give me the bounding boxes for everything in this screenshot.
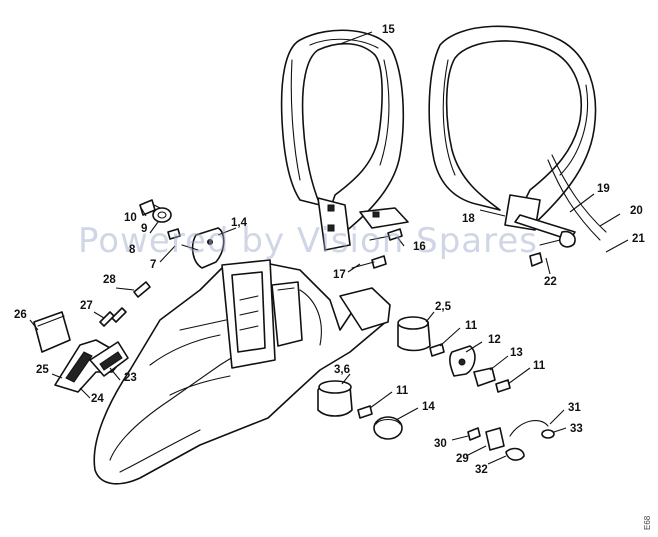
screw-8 (167, 228, 181, 240)
side-code: E68 (643, 515, 652, 530)
label-18: 18 (462, 213, 475, 225)
label-14: 14 (422, 401, 435, 413)
leader-lines (29, 31, 629, 465)
part-13 (473, 367, 496, 387)
label-27: 27 (80, 300, 93, 312)
screw-16 (369, 228, 403, 241)
washer-9 (152, 207, 172, 223)
label-33: 33 (570, 423, 583, 435)
pin-28 (133, 281, 151, 298)
screw-11-b (495, 379, 511, 393)
label-26: 26 (14, 309, 27, 321)
parts-29-33 (467, 420, 555, 461)
label-2-5: 2,5 (435, 301, 452, 313)
label-3-6: 3,6 (334, 364, 350, 376)
label-13: 13 (510, 347, 523, 359)
label-20: 20 (630, 205, 643, 217)
label-12: 12 (488, 334, 501, 346)
label-10: 10 (124, 212, 137, 224)
label-23: 23 (124, 372, 137, 384)
label-19: 19 (597, 183, 610, 195)
label-28: 28 (103, 274, 116, 286)
label-29: 29 (456, 453, 469, 465)
buffer-2-5 (397, 316, 431, 352)
plug-14 (373, 416, 403, 440)
block-26 (33, 311, 71, 353)
label-11-a: 11 (465, 320, 478, 332)
main-housing (93, 259, 391, 485)
screw-17 (351, 255, 387, 269)
handle-bar-left (280, 29, 405, 251)
label-16: 16 (413, 241, 426, 253)
cover-1-4 (181, 227, 225, 269)
label-24: 24 (91, 393, 104, 405)
part-labels: 15 1,4 10 9 8 7 16 17 18 19 20 21 22 28 … (14, 24, 645, 476)
clamp-plate (359, 207, 409, 229)
screw-11-c (357, 405, 373, 419)
trigger-assembly (54, 339, 129, 393)
label-21: 21 (632, 233, 645, 245)
label-1-4: 1,4 (231, 217, 248, 229)
screw-22 (529, 230, 576, 267)
bracket-12 (449, 345, 476, 377)
label-31: 31 (568, 402, 581, 414)
label-8: 8 (129, 244, 136, 256)
label-7: 7 (150, 259, 156, 271)
buffer-3-6 (317, 380, 353, 417)
screw-11-a (429, 343, 445, 357)
label-22: 22 (544, 276, 557, 288)
label-32: 32 (475, 464, 488, 476)
label-25: 25 (36, 364, 49, 376)
watermark-text: Powered by Vision Spares (78, 221, 538, 261)
label-17: 17 (333, 269, 346, 281)
label-11-b: 11 (533, 360, 546, 372)
pins-27 (99, 307, 127, 327)
label-15: 15 (382, 24, 395, 36)
label-11-c: 11 (396, 385, 409, 397)
label-30: 30 (434, 438, 447, 450)
label-9: 9 (141, 223, 147, 235)
handle-bar-right (428, 25, 607, 241)
